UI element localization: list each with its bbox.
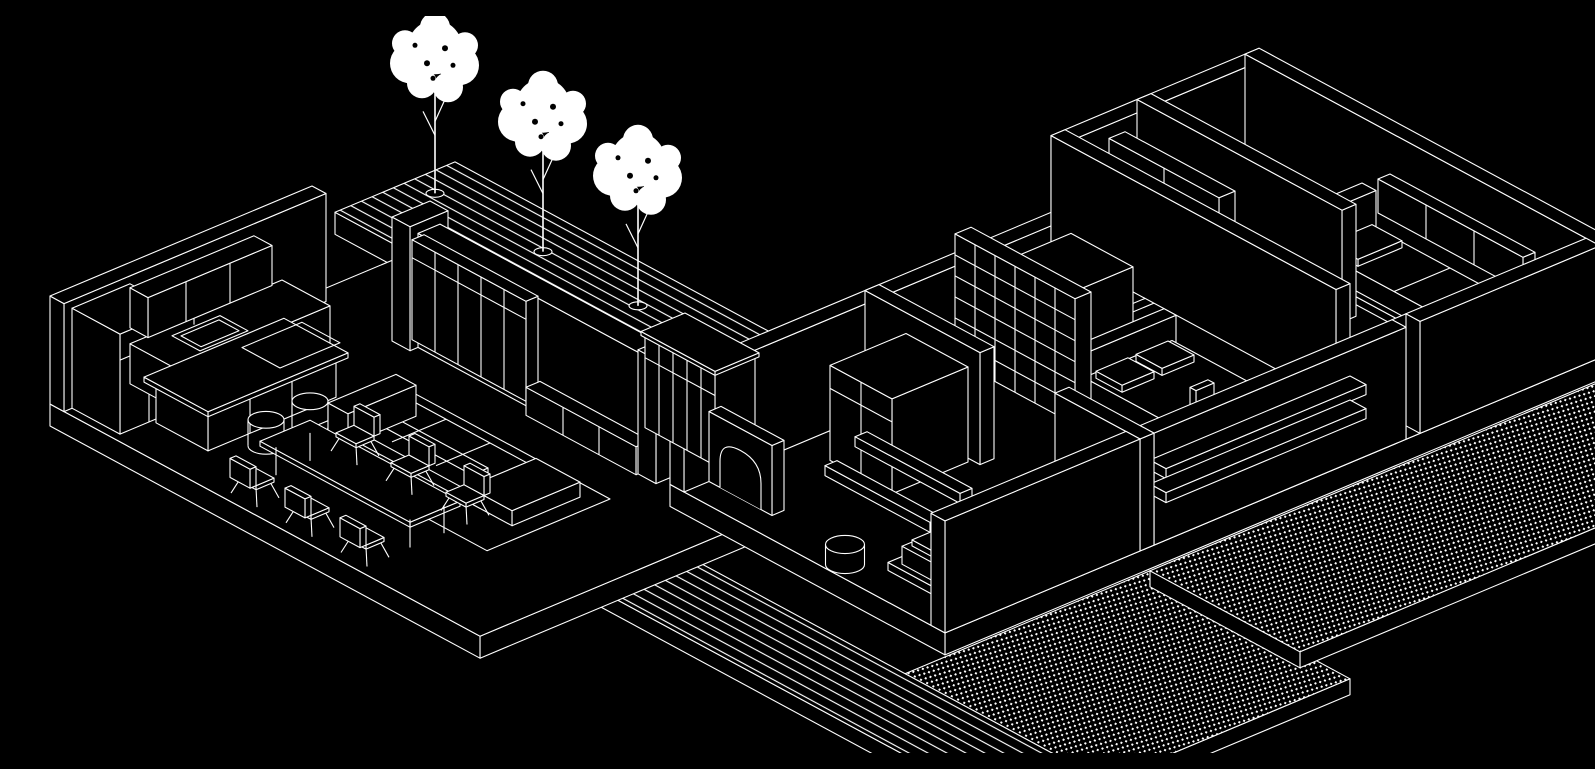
arched-doorway-wall: [708, 405, 785, 517]
kitchen-upper-cabinets: [129, 235, 273, 339]
dining-chair-1: [229, 455, 280, 508]
kitchen-island-top: [143, 317, 349, 418]
entry-wardrobe-top: [640, 312, 760, 376]
media-shelf-unit: [411, 234, 539, 402]
tree-3: [593, 124, 682, 311]
tree-2: [498, 70, 587, 257]
dining-chair-6: [440, 462, 491, 525]
dining-chair-3: [339, 514, 390, 567]
wall-se-bed1: [930, 430, 1141, 634]
wall-se-bed2: [1405, 237, 1595, 434]
sofa-seam-2: [435, 442, 491, 467]
dining-chair-5: [385, 432, 436, 495]
drawing-canvas: [40, 16, 1595, 753]
master-pillow-1: [1095, 357, 1155, 393]
tree-1: [390, 16, 479, 198]
scene-root: [49, 16, 1595, 753]
bed2-wall-shelf: [1377, 173, 1536, 292]
dining-chair-4: [330, 403, 381, 466]
bed2-blanket-seam: [1393, 267, 1451, 293]
axonometric-floor-plan: [40, 16, 1595, 753]
bed1-wardrobe: [829, 332, 969, 495]
master-pillow-2: [1135, 340, 1195, 376]
dotted-patio-east: [1149, 383, 1595, 669]
bed1-pouf: [824, 534, 866, 575]
kitchen-sink: [171, 315, 249, 352]
sofa-seam-1: [391, 418, 447, 443]
wall-master-ne-a: [1050, 129, 1351, 403]
cooktop: [241, 321, 341, 369]
dining-chair-2: [284, 485, 335, 537]
